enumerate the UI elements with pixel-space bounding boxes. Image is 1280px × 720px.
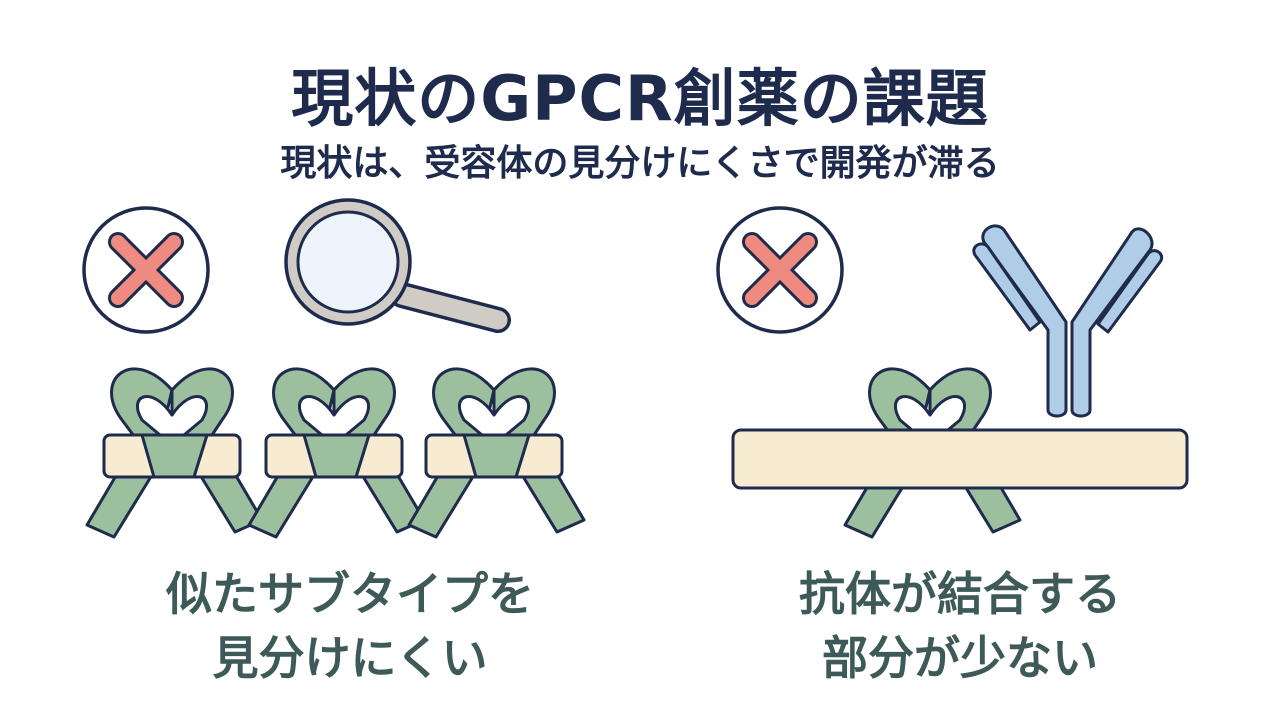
ribbon-icon	[407, 367, 586, 539]
ribbon-icon	[85, 367, 264, 539]
caption-left-line2: 見分けにくい	[212, 631, 488, 685]
right-cross-icon	[718, 208, 842, 332]
caption-right-line1: 抗体が結合する	[799, 567, 1121, 621]
magnifier-icon	[284, 198, 511, 333]
page-title: 現状のGPCR創薬の課題	[291, 62, 989, 135]
caption-right-line2: 部分が少ない	[822, 631, 1098, 685]
caption-right: 抗体が結合する 部分が少ない	[680, 562, 1240, 690]
page-subtitle: 現状は、受容体の見分けにくさで開発が滞る	[280, 143, 1000, 184]
caption-left-line1: 似たサブタイプを	[166, 567, 534, 621]
left-cross-icon	[84, 208, 208, 332]
ribbon-icon	[247, 367, 426, 539]
antibody-icon	[972, 224, 1163, 418]
membrane-bar	[731, 428, 1189, 490]
caption-left: 似たサブタイプを 見分けにくい	[70, 562, 630, 690]
